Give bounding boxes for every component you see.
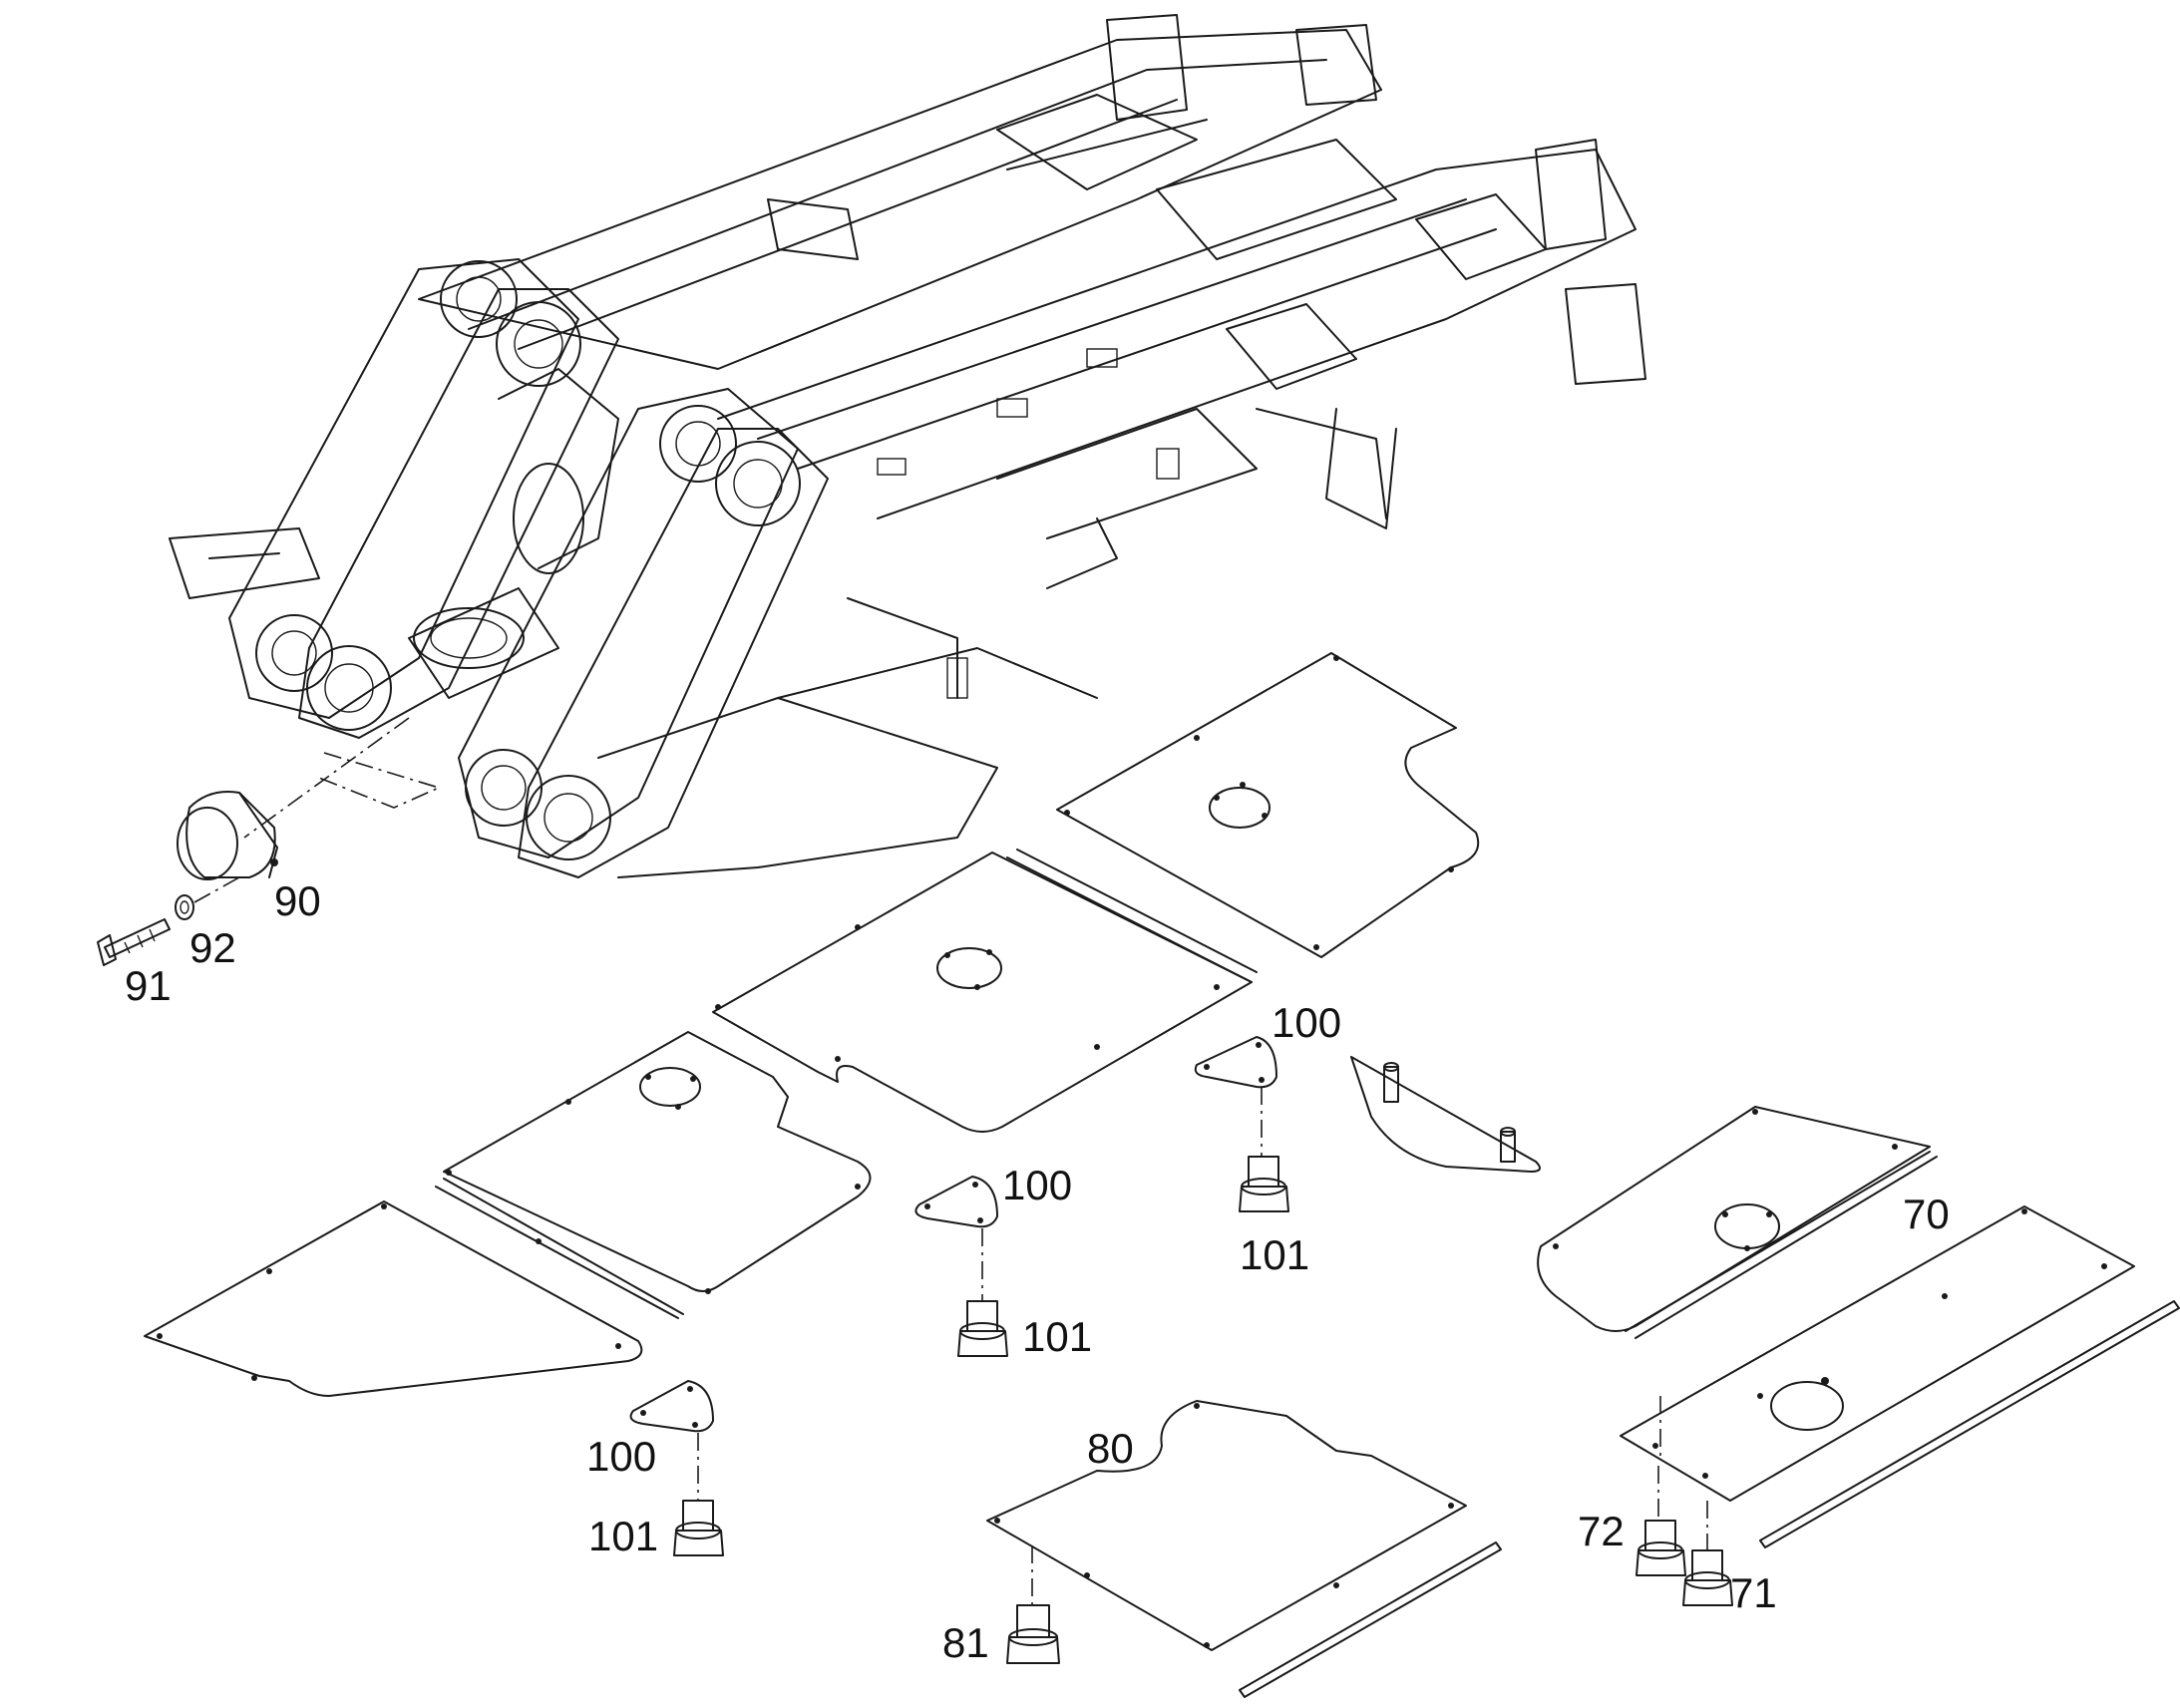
callout-81: 81: [942, 1619, 989, 1666]
callout-90: 90: [274, 877, 321, 924]
callout-101-lower: 101: [588, 1513, 658, 1559]
callout-100-upper: 100: [1272, 999, 1341, 1046]
floor-plate-center: [712, 849, 1258, 1133]
callout-72: 72: [1578, 1508, 1625, 1554]
callout-80: 80: [1087, 1425, 1134, 1472]
callout-100-lower: 100: [586, 1433, 656, 1480]
plate-70-lower: [1620, 1205, 2135, 1550]
cover-90: [177, 717, 442, 880]
callout-71: 71: [1730, 1569, 1777, 1616]
nut-101-upper: [1239, 1156, 1289, 1212]
bracket-100-lower: [629, 1380, 714, 1501]
callout-91: 91: [125, 962, 172, 1009]
callout-70: 70: [1903, 1191, 1950, 1237]
plate-80: [986, 1400, 1467, 1651]
bracket-100-upper: [1194, 1036, 1277, 1157]
callout-101-upper: 101: [1240, 1231, 1309, 1278]
nut-101-lower: [673, 1500, 724, 1556]
callout-92: 92: [189, 924, 236, 971]
nut-72: [1635, 1520, 1686, 1576]
nut-71: [1682, 1549, 1733, 1606]
callout-101-middle: 101: [1022, 1313, 1092, 1360]
floor-plate-upper-right: [1056, 652, 1480, 958]
nut-101-middle: [957, 1300, 1008, 1357]
bolt-91: [97, 918, 171, 966]
bracket-100-middle: [914, 1176, 998, 1301]
strip-70: [1759, 1300, 2180, 1548]
washer-92: [175, 876, 240, 920]
machine-frame: [169, 14, 1646, 878]
nut-81: [1006, 1604, 1060, 1664]
floor-plate-far-left: [144, 1200, 643, 1397]
stud-bracket: [1350, 1056, 1541, 1173]
floor-plate-left-middle: [435, 1031, 872, 1319]
strip-80: [1239, 1541, 1502, 1698]
plate-70-upper: [1537, 1106, 1938, 1339]
callout-100-middle: 100: [1002, 1162, 1072, 1208]
